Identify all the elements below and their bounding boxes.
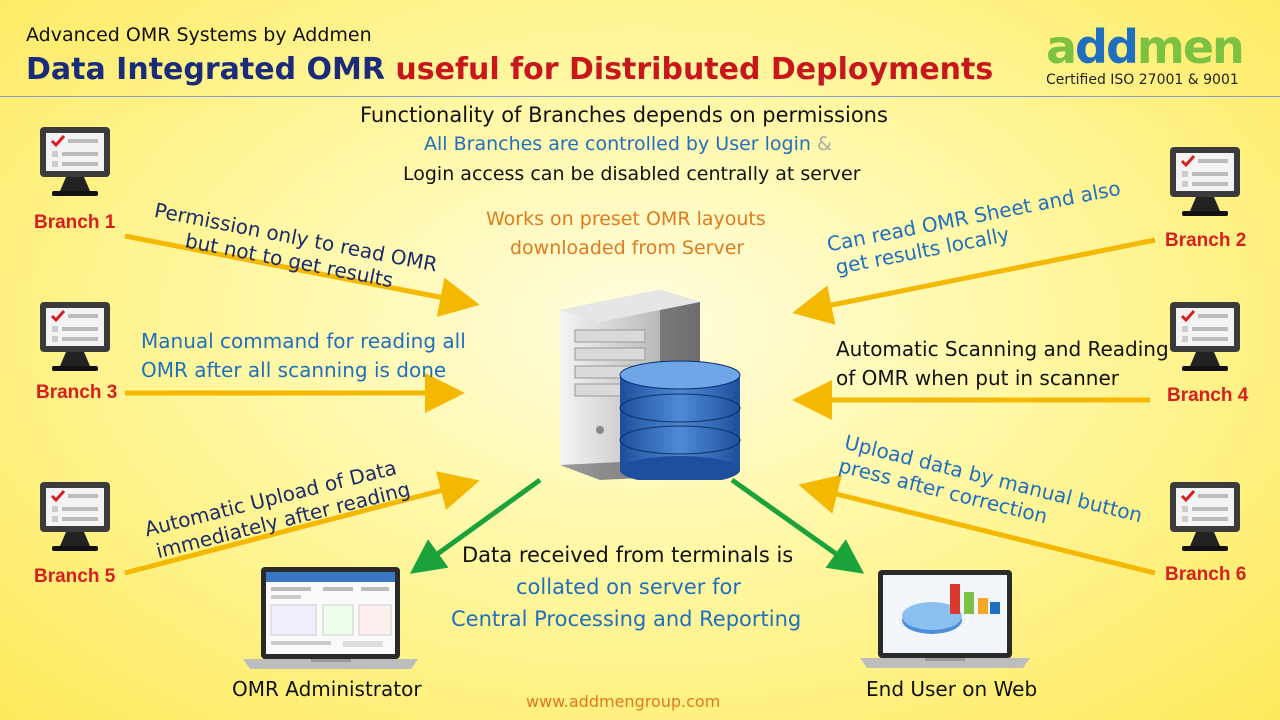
header-title-part1: Data Integrated OMR	[26, 52, 396, 87]
web-laptop-icon	[860, 570, 1030, 668]
iso-certification: Certified ISO 27001 & 9001	[1046, 72, 1239, 88]
arrow-branch1	[124, 233, 480, 317]
branch3-note-line1: Manual command for reading all	[141, 329, 466, 353]
arrow-branch5	[124, 471, 480, 576]
branch4-computer-icon	[1170, 302, 1240, 371]
arrow-to-web	[730, 477, 865, 574]
branch4-label: Branch 4	[1167, 385, 1249, 406]
branch4-note-line1: Automatic Scanning and Reading	[836, 337, 1169, 361]
collation-line1: Data received from terminals is	[462, 543, 794, 567]
server-database-icon	[560, 290, 741, 480]
arrow-to-admin	[409, 477, 542, 574]
permissions-line: Functionality of Branches depends on per…	[360, 103, 888, 127]
branch2-label: Branch 2	[1165, 230, 1247, 251]
preset-layouts-line1: Works on preset OMR layouts	[486, 208, 766, 230]
branch4-note-line2: of OMR when put in scanner	[836, 366, 1119, 390]
branch3-computer-icon	[40, 302, 110, 371]
login-control-line: All Branches are controlled by User logi…	[424, 133, 832, 155]
branch6-label: Branch 6	[1165, 564, 1247, 585]
web-user-label: End User on Web	[866, 677, 1038, 701]
collation-line3: Central Processing and Reporting	[451, 607, 802, 631]
header-title-part2: useful for Distributed Deployments	[395, 52, 994, 87]
admin-laptop-icon	[243, 567, 418, 669]
login-control-text: All Branches are controlled by User logi…	[424, 133, 811, 155]
branch2-computer-icon	[1170, 147, 1240, 216]
branch4-note: Automatic Scanning and Reading of OMR wh…	[836, 335, 1169, 393]
logo-part3: men	[1136, 20, 1245, 74]
branch1-label: Branch 1	[34, 212, 116, 233]
addmen-logo: addmen	[1046, 20, 1245, 74]
branch3-note-line2: OMR after all scanning is done	[141, 358, 447, 382]
logo-part2: dd	[1075, 20, 1139, 74]
preset-layouts-line2: downloaded from Server	[510, 237, 745, 259]
branch5-computer-icon	[40, 482, 110, 551]
branch5-label: Branch 5	[34, 566, 116, 587]
branch6-computer-icon	[1170, 482, 1240, 551]
collation-line2: collated on server for	[516, 575, 741, 599]
logo-part1: a	[1046, 20, 1077, 74]
branch1-computer-icon	[40, 127, 110, 196]
header-title: Data Integrated OMR useful for Distribut…	[26, 52, 993, 87]
login-control-amp: &	[810, 133, 832, 155]
login-disable-line: Login access can be disabled centrally a…	[403, 163, 861, 185]
header-subtitle: Advanced OMR Systems by Addmen	[26, 24, 372, 46]
header-divider	[0, 96, 1280, 97]
footer-url[interactable]: www.addmengroup.com	[526, 692, 721, 711]
admin-label: OMR Administrator	[232, 677, 422, 701]
arrow-branch6	[798, 474, 1156, 576]
branch3-note: Manual command for reading all OMR after…	[141, 327, 466, 385]
branch3-label: Branch 3	[36, 382, 118, 403]
arrow-branch2	[792, 237, 1156, 325]
